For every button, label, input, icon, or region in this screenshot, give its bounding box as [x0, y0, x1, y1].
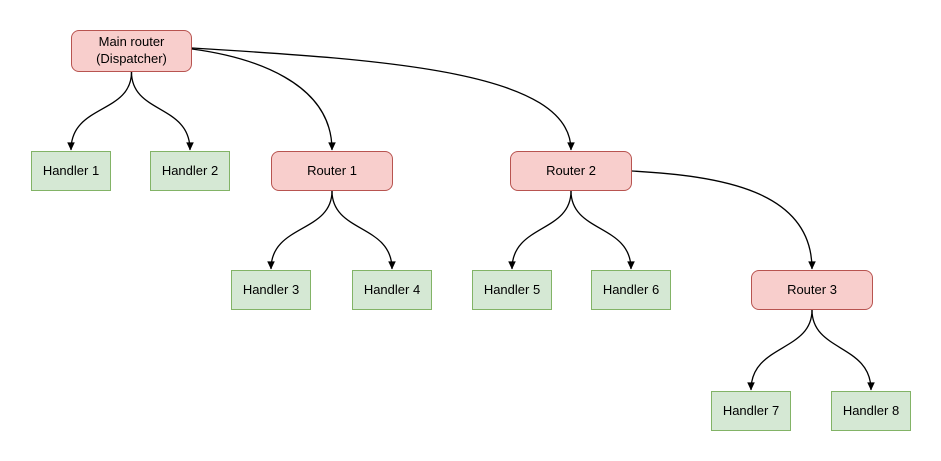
- edge-router-3-to-handler-8: [811, 309, 875, 391]
- node-handler-2-label: Handler 2: [161, 162, 219, 178]
- node-router-3-label: Router 3: [787, 281, 837, 297]
- node-main-router: Main router (Dispatcher): [71, 30, 192, 72]
- edge-main-router-to-router-1: [191, 48, 336, 151]
- edge-router-2-to-router-3: [631, 170, 816, 270]
- node-handler-5-label: Handler 5: [483, 281, 541, 297]
- edge-router-1-to-handler-4: [331, 190, 396, 270]
- node-handler-1-label: Handler 1: [42, 162, 100, 178]
- node-handler-8-label: Handler 8: [842, 402, 900, 418]
- edge-main-router-to-handler-1: [67, 71, 133, 151]
- node-main-router-label-line2: (Dispatcher): [96, 51, 167, 66]
- node-handler-4-label: Handler 4: [363, 281, 421, 297]
- node-router-1: Router 1: [271, 151, 393, 191]
- node-router-2: Router 2: [510, 151, 632, 191]
- node-handler-3-label: Handler 3: [242, 281, 300, 297]
- edge-router-2-to-handler-5: [508, 190, 572, 270]
- edge-router-1-to-handler-3: [267, 190, 333, 270]
- edge-router-3-to-handler-7: [747, 309, 813, 391]
- node-router-3: Router 3: [751, 270, 873, 310]
- node-handler-1: Handler 1: [31, 151, 111, 191]
- node-main-router-label-line1: Main router: [98, 34, 165, 50]
- node-handler-5: Handler 5: [472, 270, 552, 310]
- node-handler-7-label: Handler 7: [722, 402, 780, 418]
- node-handler-4: Handler 4: [352, 270, 432, 310]
- node-handler-6-label: Handler 6: [602, 281, 660, 297]
- node-router-2-label: Router 2: [546, 162, 596, 178]
- node-handler-3: Handler 3: [231, 270, 311, 310]
- edge-main-router-to-router-2: [191, 47, 575, 151]
- node-handler-2: Handler 2: [150, 151, 230, 191]
- edge-main-router-to-handler-2: [130, 71, 194, 151]
- node-router-1-label: Router 1: [307, 162, 357, 178]
- node-handler-7: Handler 7: [711, 391, 791, 431]
- edge-router-2-to-handler-6: [570, 190, 635, 270]
- node-handler-8: Handler 8: [831, 391, 911, 431]
- node-handler-6: Handler 6: [591, 270, 671, 310]
